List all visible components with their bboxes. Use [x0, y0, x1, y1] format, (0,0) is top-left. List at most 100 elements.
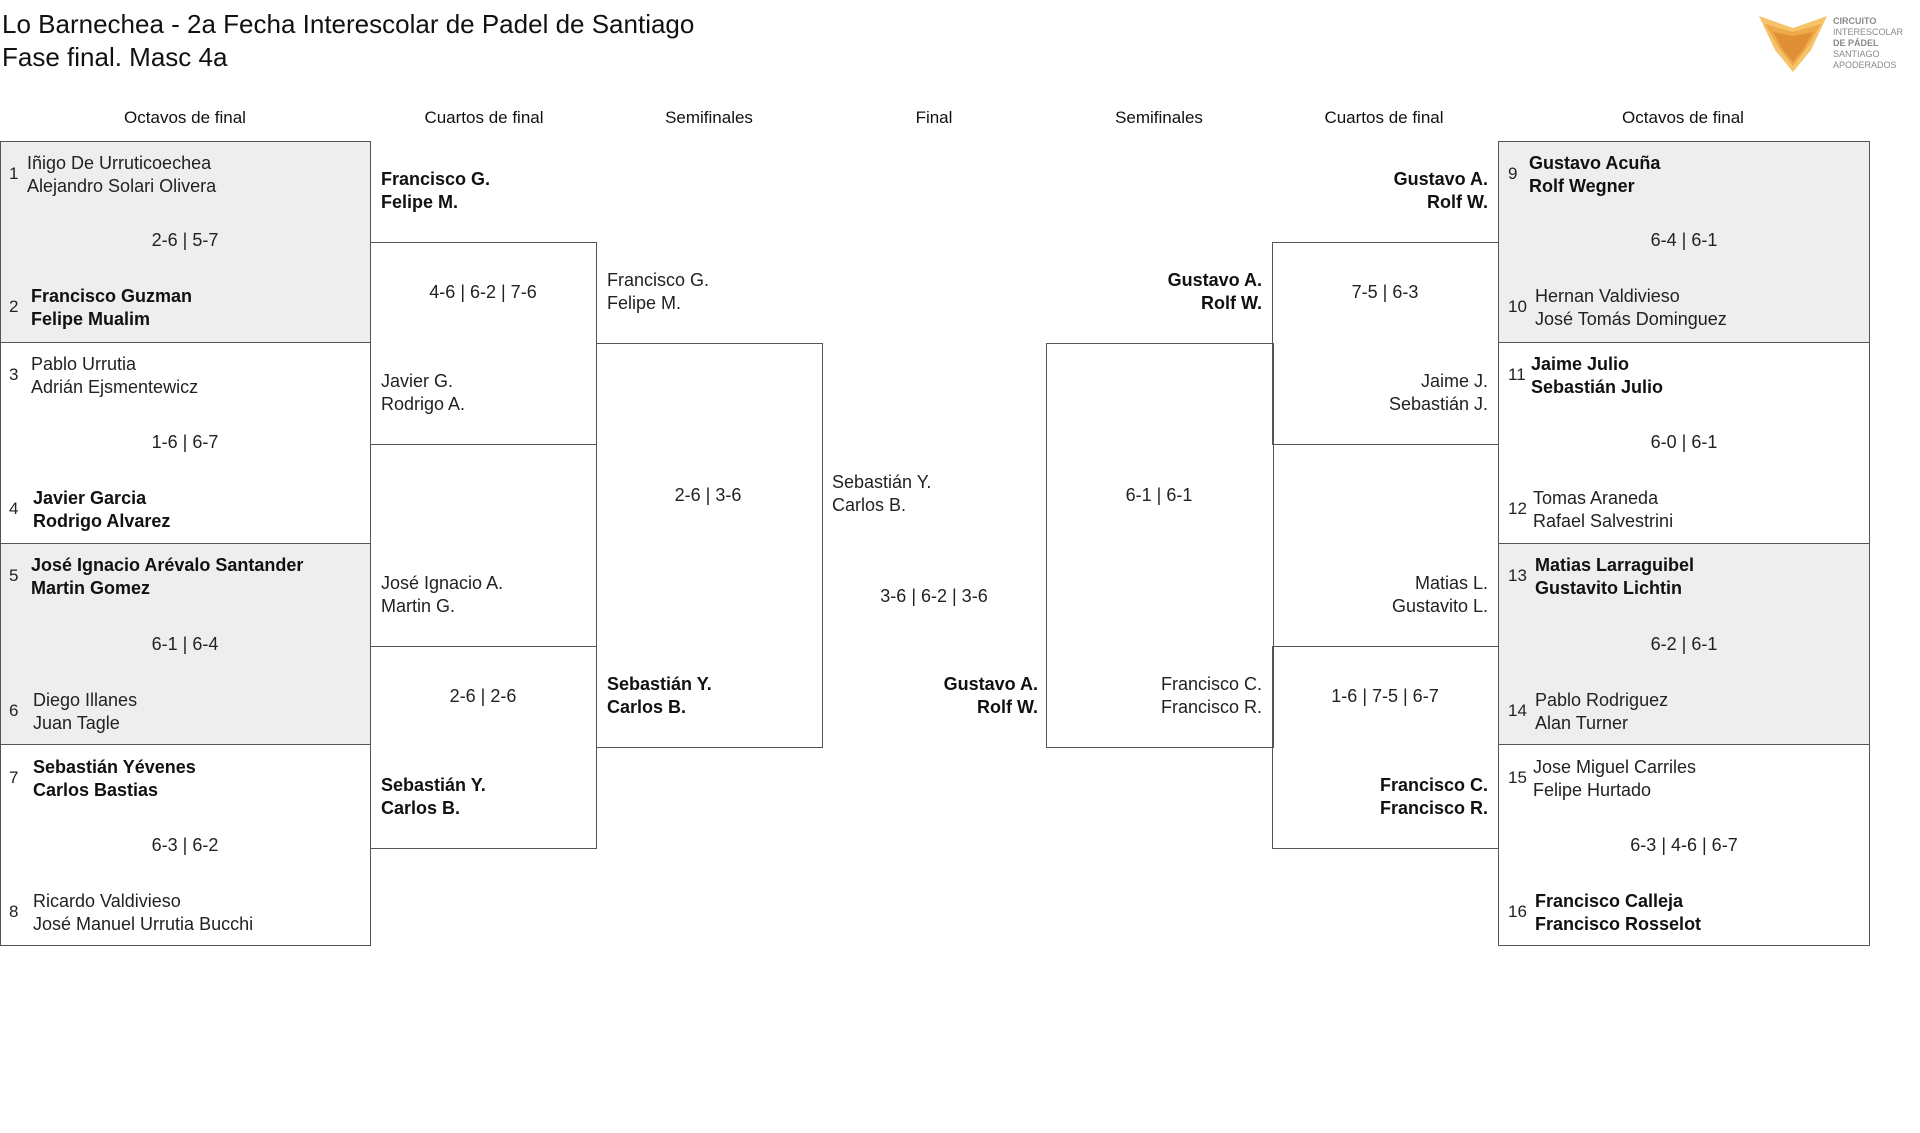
player-name-winner: Sebastián Y. — [607, 674, 712, 694]
player-name-winner: Gustavo Acuña — [1529, 153, 1661, 173]
logo-line-3: DE PÁDEL — [1833, 38, 1879, 48]
match-score: 2-6 | 5-7 — [151, 230, 219, 250]
title-line-2: Fase final. Masc 4a — [2, 42, 228, 72]
player-name-winner: Jaime Julio — [1531, 354, 1630, 374]
player-name: José Ignacio A. — [381, 573, 504, 593]
match-score: 6-1 | 6-1 — [1125, 485, 1193, 505]
seed-number: 9 — [1508, 164, 1518, 183]
player-name: Martin G. — [381, 596, 456, 616]
match-score: 7-5 | 6-3 — [1351, 282, 1419, 302]
player-name-winner: Francisco Guzman — [31, 286, 193, 306]
logo-line-1: CIRCUITO — [1833, 16, 1877, 26]
logo-line-4: SANTIAGO — [1833, 49, 1880, 59]
round-header-cuartos-left: Cuartos de final — [424, 108, 544, 127]
player-name-winner: Francisco R. — [1379, 798, 1488, 818]
match-score: 3-6 | 6-2 | 3-6 — [880, 586, 988, 606]
match-box-octavos-8 — [1498, 744, 1870, 946]
seed-number: 10 — [1508, 297, 1527, 316]
match-box-octavos-1 — [0, 141, 371, 343]
match-score: 6-3 | 4-6 | 6-7 — [1630, 835, 1738, 855]
seed-number: 6 — [9, 701, 19, 720]
player-name: Hernan Valdivieso — [1535, 286, 1680, 306]
seed-number: 13 — [1508, 566, 1527, 585]
player-name-winner: Carlos Bastias — [33, 780, 159, 800]
player-name-winner: Felipe Mualim — [31, 309, 151, 329]
player-name: Ricardo Valdivieso — [33, 891, 181, 911]
player-name-winner: Gustavo A. — [1167, 270, 1262, 290]
match-box-semis-2 — [1046, 343, 1274, 748]
page-title: Lo Barnechea - 2a Fecha Interescolar de … — [2, 8, 694, 74]
player-name-winner: Carlos B. — [381, 798, 461, 818]
player-name: Pablo Rodriguez — [1535, 690, 1669, 710]
player-name-winner: Matias Larraguibel — [1535, 555, 1695, 575]
player-name-winner: Sebastián Y. — [381, 775, 486, 795]
seed-number: 5 — [9, 566, 19, 585]
player-name: Felipe Hurtado — [1533, 780, 1652, 800]
match-score: 6-3 | 6-2 — [151, 835, 219, 855]
seed-number: 14 — [1508, 701, 1527, 720]
fox-logo-icon — [1759, 16, 1827, 72]
player-name: Javier G. — [381, 371, 454, 391]
player-name: Rodrigo A. — [381, 394, 466, 414]
player-name-winner: José Ignacio Arévalo Santander — [31, 555, 304, 575]
player-name-winner: Rolf W. — [977, 697, 1038, 717]
player-name-winner: Francisco Rosselot — [1535, 914, 1702, 934]
match-score: 6-2 | 6-1 — [1650, 634, 1718, 654]
player-name: Pablo Urrutia — [31, 354, 137, 374]
round-header-cuartos-right: Cuartos de final — [1324, 108, 1444, 127]
player-name: José Manuel Urrutia Bucchi — [33, 914, 254, 934]
player-name-winner: Gustavo A. — [1393, 169, 1488, 189]
seed-number: 2 — [9, 297, 19, 316]
player-name: Carlos B. — [832, 495, 907, 515]
player-name-winner: Francisco C. — [1379, 775, 1488, 795]
player-name: Sebastián J. — [1388, 394, 1488, 414]
match-score: 1-6 | 7-5 | 6-7 — [1331, 686, 1439, 706]
round-header-semis-left: Semifinales — [665, 108, 753, 127]
player-name: Jaime J. — [1420, 371, 1488, 391]
player-name: José Tomás Dominguez — [1535, 309, 1727, 329]
logo-text: CIRCUITO INTERESCOLAR DE PÁDEL SANTIAGO … — [1833, 16, 1903, 71]
player-name-winner: Sebastián Julio — [1531, 377, 1664, 397]
seed-number: 7 — [9, 768, 19, 787]
player-name: Iñigo De Urruticoechea — [27, 153, 212, 173]
player-name: Francisco C. — [1160, 674, 1262, 694]
player-name: Felipe M. — [607, 293, 682, 313]
player-name: Adrián Ejsmentewicz — [31, 377, 199, 397]
player-name-winner: Javier Garcia — [33, 488, 147, 508]
match-score: 2-6 | 3-6 — [674, 485, 742, 505]
match-box-octavos-7 — [1498, 543, 1870, 745]
player-name: Diego Illanes — [33, 690, 138, 710]
title-line-1: Lo Barnechea - 2a Fecha Interescolar de … — [2, 9, 695, 39]
match-score: 6-4 | 6-1 — [1650, 230, 1718, 250]
round-header-final: Final — [915, 108, 953, 127]
player-name-winner: Carlos B. — [607, 697, 687, 717]
seed-number: 3 — [9, 365, 19, 384]
round-header-semis-right: Semifinales — [1115, 108, 1203, 127]
logo-line-2: INTERESCOLAR — [1833, 27, 1904, 37]
seed-number: 4 — [9, 499, 19, 518]
player-name-winner: Martin Gomez — [31, 578, 151, 598]
player-name-winner: Gustavito Lichtin — [1535, 578, 1683, 598]
seed-number: 15 — [1508, 768, 1527, 787]
player-name: Alejandro Solari Olivera — [27, 176, 217, 196]
seed-number: 11 — [1508, 365, 1526, 384]
player-name: Francisco G. — [607, 270, 710, 290]
player-name-winner: Rodrigo Alvarez — [33, 511, 171, 531]
logo-line-5: APODERADOS — [1833, 60, 1897, 70]
match-score: 6-1 | 6-4 — [151, 634, 219, 654]
circuit-logo: CIRCUITO INTERESCOLAR DE PÁDEL SANTIAGO … — [1755, 14, 1905, 74]
seed-number: 1 — [9, 164, 19, 183]
match-score: 2-6 | 2-6 — [449, 686, 517, 706]
seed-number: 12 — [1508, 499, 1527, 518]
player-name: Gustavito L. — [1391, 596, 1488, 616]
player-name-winner: Francisco Calleja — [1535, 891, 1684, 911]
player-name: Matias L. — [1414, 573, 1488, 593]
player-name: Tomas Araneda — [1533, 488, 1659, 508]
seed-number: 8 — [9, 902, 19, 921]
player-name: Juan Tagle — [33, 713, 120, 733]
player-name: Alan Turner — [1535, 713, 1629, 733]
player-name-winner: Rolf Wegner — [1529, 176, 1635, 196]
seed-number: 16 — [1508, 902, 1527, 921]
player-name-winner: Felipe M. — [381, 192, 459, 212]
player-name-winner: Rolf W. — [1427, 192, 1488, 212]
